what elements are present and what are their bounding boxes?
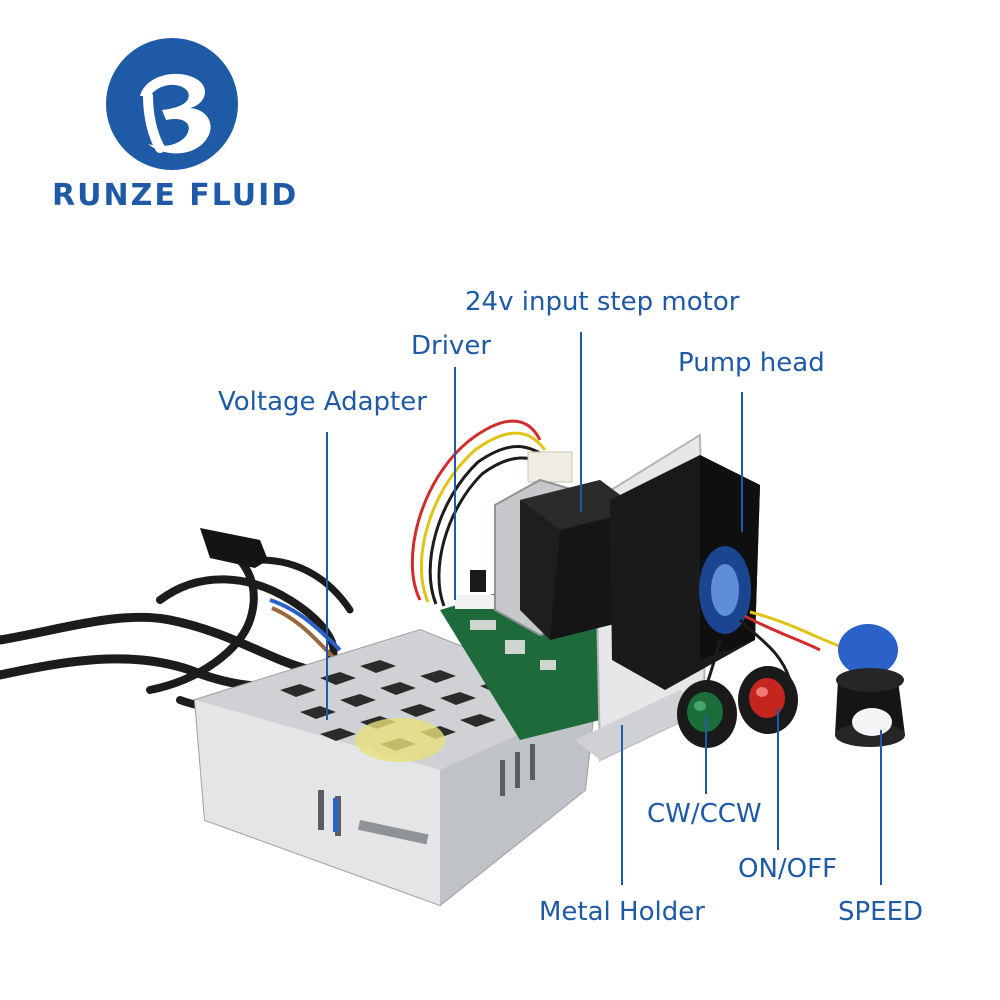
voltage-adapter-label: Voltage Adapter	[218, 387, 427, 417]
driver-label: Driver	[411, 331, 492, 361]
on-off-label: ON/OFF	[738, 854, 838, 884]
driver-leader-line	[454, 367, 456, 600]
pump-head-leader-line	[741, 392, 743, 532]
pump-head-body	[610, 455, 760, 690]
runze-logo-icon	[106, 38, 238, 170]
brand-name: RUNZE FLUID	[52, 178, 299, 213]
pump-head-label: Pump head	[678, 348, 825, 378]
step-motor-label: 24v input step motor	[465, 287, 740, 317]
power-plug	[200, 528, 268, 568]
speed-label: SPEED	[838, 897, 924, 927]
voltage-adapter-leader-line	[326, 432, 328, 720]
metal-holder-leader-line	[621, 725, 623, 885]
cw-ccw-leader-line	[705, 714, 707, 794]
speed-knob	[835, 624, 905, 747]
speed-leader-line	[880, 730, 882, 885]
on-off-leader-line	[777, 708, 779, 850]
cw-ccw-label: CW/CCW	[647, 799, 762, 829]
on-off-button	[738, 666, 798, 734]
metal-holder-label: Metal Holder	[539, 897, 705, 927]
motor-leader-line	[580, 332, 582, 512]
cw-ccw-button	[677, 680, 737, 748]
